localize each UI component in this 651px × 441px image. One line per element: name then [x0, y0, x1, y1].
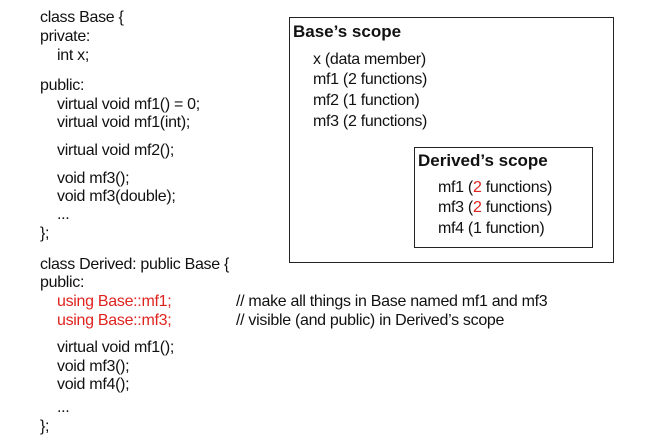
scope-item: x (data member)	[313, 51, 426, 68]
scope-item: mf4 (1 function)	[438, 220, 545, 238]
code-line: void mf3();	[57, 358, 130, 375]
derived-scope-title: Derived’s scope	[418, 151, 548, 170]
item-name: mf3 (	[438, 199, 473, 216]
item-name: mf1 (	[438, 179, 473, 196]
code-line: virtual void mf2();	[57, 142, 174, 159]
using-declaration: using Base::mf3;	[57, 312, 172, 329]
code-line: public:	[40, 77, 85, 94]
code-line: int x;	[57, 47, 89, 64]
derived-scope-box	[414, 147, 593, 248]
item-name: mf4 (1 function)	[438, 220, 545, 237]
code-line: virtual void mf1() = 0;	[57, 96, 200, 113]
item-count: 2	[472, 199, 482, 216]
scope-item: mf1 (2 functions)	[438, 179, 552, 197]
item-rest: functions)	[481, 179, 553, 196]
code-line: };	[40, 418, 50, 435]
base-scope-box	[289, 17, 614, 263]
using-declaration: using Base::mf1;	[57, 293, 172, 310]
code-line: virtual void mf1(int);	[57, 114, 190, 131]
code-line: class Base {	[40, 9, 124, 26]
code-line: void mf3(double);	[57, 188, 176, 205]
code-line: virtual void mf1();	[57, 339, 174, 356]
code-line: };	[40, 225, 50, 242]
item-rest: functions)	[481, 199, 553, 216]
scope-item: mf3 (2 functions)	[313, 113, 428, 130]
code-comment: // make all things in Base named mf1 and…	[236, 293, 548, 310]
scope-item: mf3 (2 functions)	[438, 199, 552, 217]
base-scope-title: Base’s scope	[293, 22, 402, 41]
code-line: ...	[57, 206, 70, 223]
item-count: 2	[472, 179, 482, 196]
scope-item: mf1 (2 functions)	[313, 71, 428, 88]
code-line: ...	[57, 399, 70, 416]
code-line: void mf4();	[57, 376, 130, 393]
code-line: private:	[40, 28, 91, 45]
code-comment: // visible (and public) in Derived’s sco…	[236, 312, 505, 329]
scope-item: mf2 (1 function)	[313, 92, 420, 109]
code-line: public:	[40, 274, 85, 291]
code-line: void mf3();	[57, 170, 130, 187]
code-line: class Derived: public Base {	[40, 256, 230, 273]
